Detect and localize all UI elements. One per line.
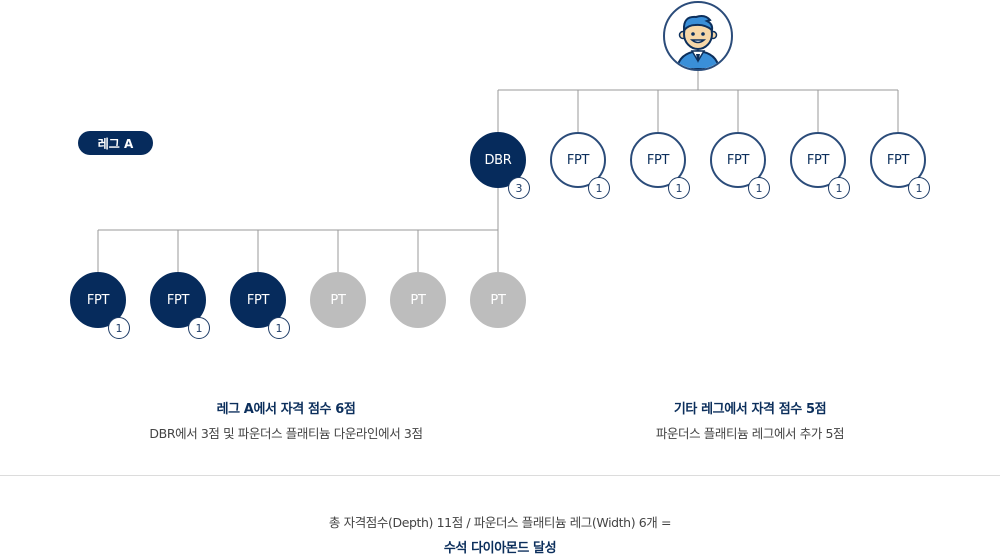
node-label: FPT — [806, 152, 830, 168]
bottom-row-node: PT — [390, 272, 446, 328]
node-label: PT — [490, 292, 506, 308]
node-label: FPT — [246, 292, 270, 308]
left-caption-subtitle: DBR에서 3점 및 파운더스 플래티늄 다운라인에서 3점 — [149, 426, 423, 441]
bottom-row-node: PT — [470, 272, 526, 328]
score-badge: 1 — [908, 177, 930, 199]
footer-line-1: 총 자격점수(Depth) 11점 / 파운더스 플래티늄 레그(Width) … — [328, 515, 672, 530]
node-label: FPT — [566, 152, 590, 168]
top-row-node: FPT — [870, 132, 926, 188]
footer-line-2: 수석 다이아몬드 달성 — [443, 541, 557, 556]
score-badge: 1 — [268, 317, 290, 339]
right-caption: 기타 레그에서 자격 점수 5점 파운더스 플래티늄 레그에서 추가 5점 — [550, 398, 950, 442]
node-label: FPT — [886, 152, 910, 168]
node-label: FPT — [166, 292, 190, 308]
node-label: FPT — [646, 152, 670, 168]
right-caption-title: 기타 레그에서 자격 점수 5점 — [673, 402, 827, 417]
node-label: PT — [410, 292, 426, 308]
footer-summary: 총 자격점수(Depth) 11점 / 파운더스 플래티늄 레그(Width) … — [0, 512, 1000, 556]
left-caption: 레그 A에서 자격 점수 6점 DBR에서 3점 및 파운더스 플래티늄 다운라… — [86, 398, 486, 442]
right-caption-subtitle: 파운더스 플래티늄 레그에서 추가 5점 — [655, 426, 845, 441]
score-badge: 1 — [748, 177, 770, 199]
left-caption-title: 레그 A에서 자격 점수 6점 — [216, 402, 356, 417]
bottom-row-node: PT — [310, 272, 366, 328]
sponsor-avatar-icon — [663, 1, 733, 71]
score-badge: 1 — [188, 317, 210, 339]
score-badge: 1 — [828, 177, 850, 199]
leg-a-label: 레그 A — [78, 131, 153, 155]
score-badge: 1 — [588, 177, 610, 199]
score-badge: 1 — [108, 317, 130, 339]
divider — [0, 475, 1000, 476]
score-badge: 3 — [508, 177, 530, 199]
node-label: PT — [330, 292, 346, 308]
node-label: DBR — [484, 152, 512, 168]
node-label: FPT — [726, 152, 750, 168]
score-badge: 1 — [668, 177, 690, 199]
node-label: FPT — [86, 292, 110, 308]
